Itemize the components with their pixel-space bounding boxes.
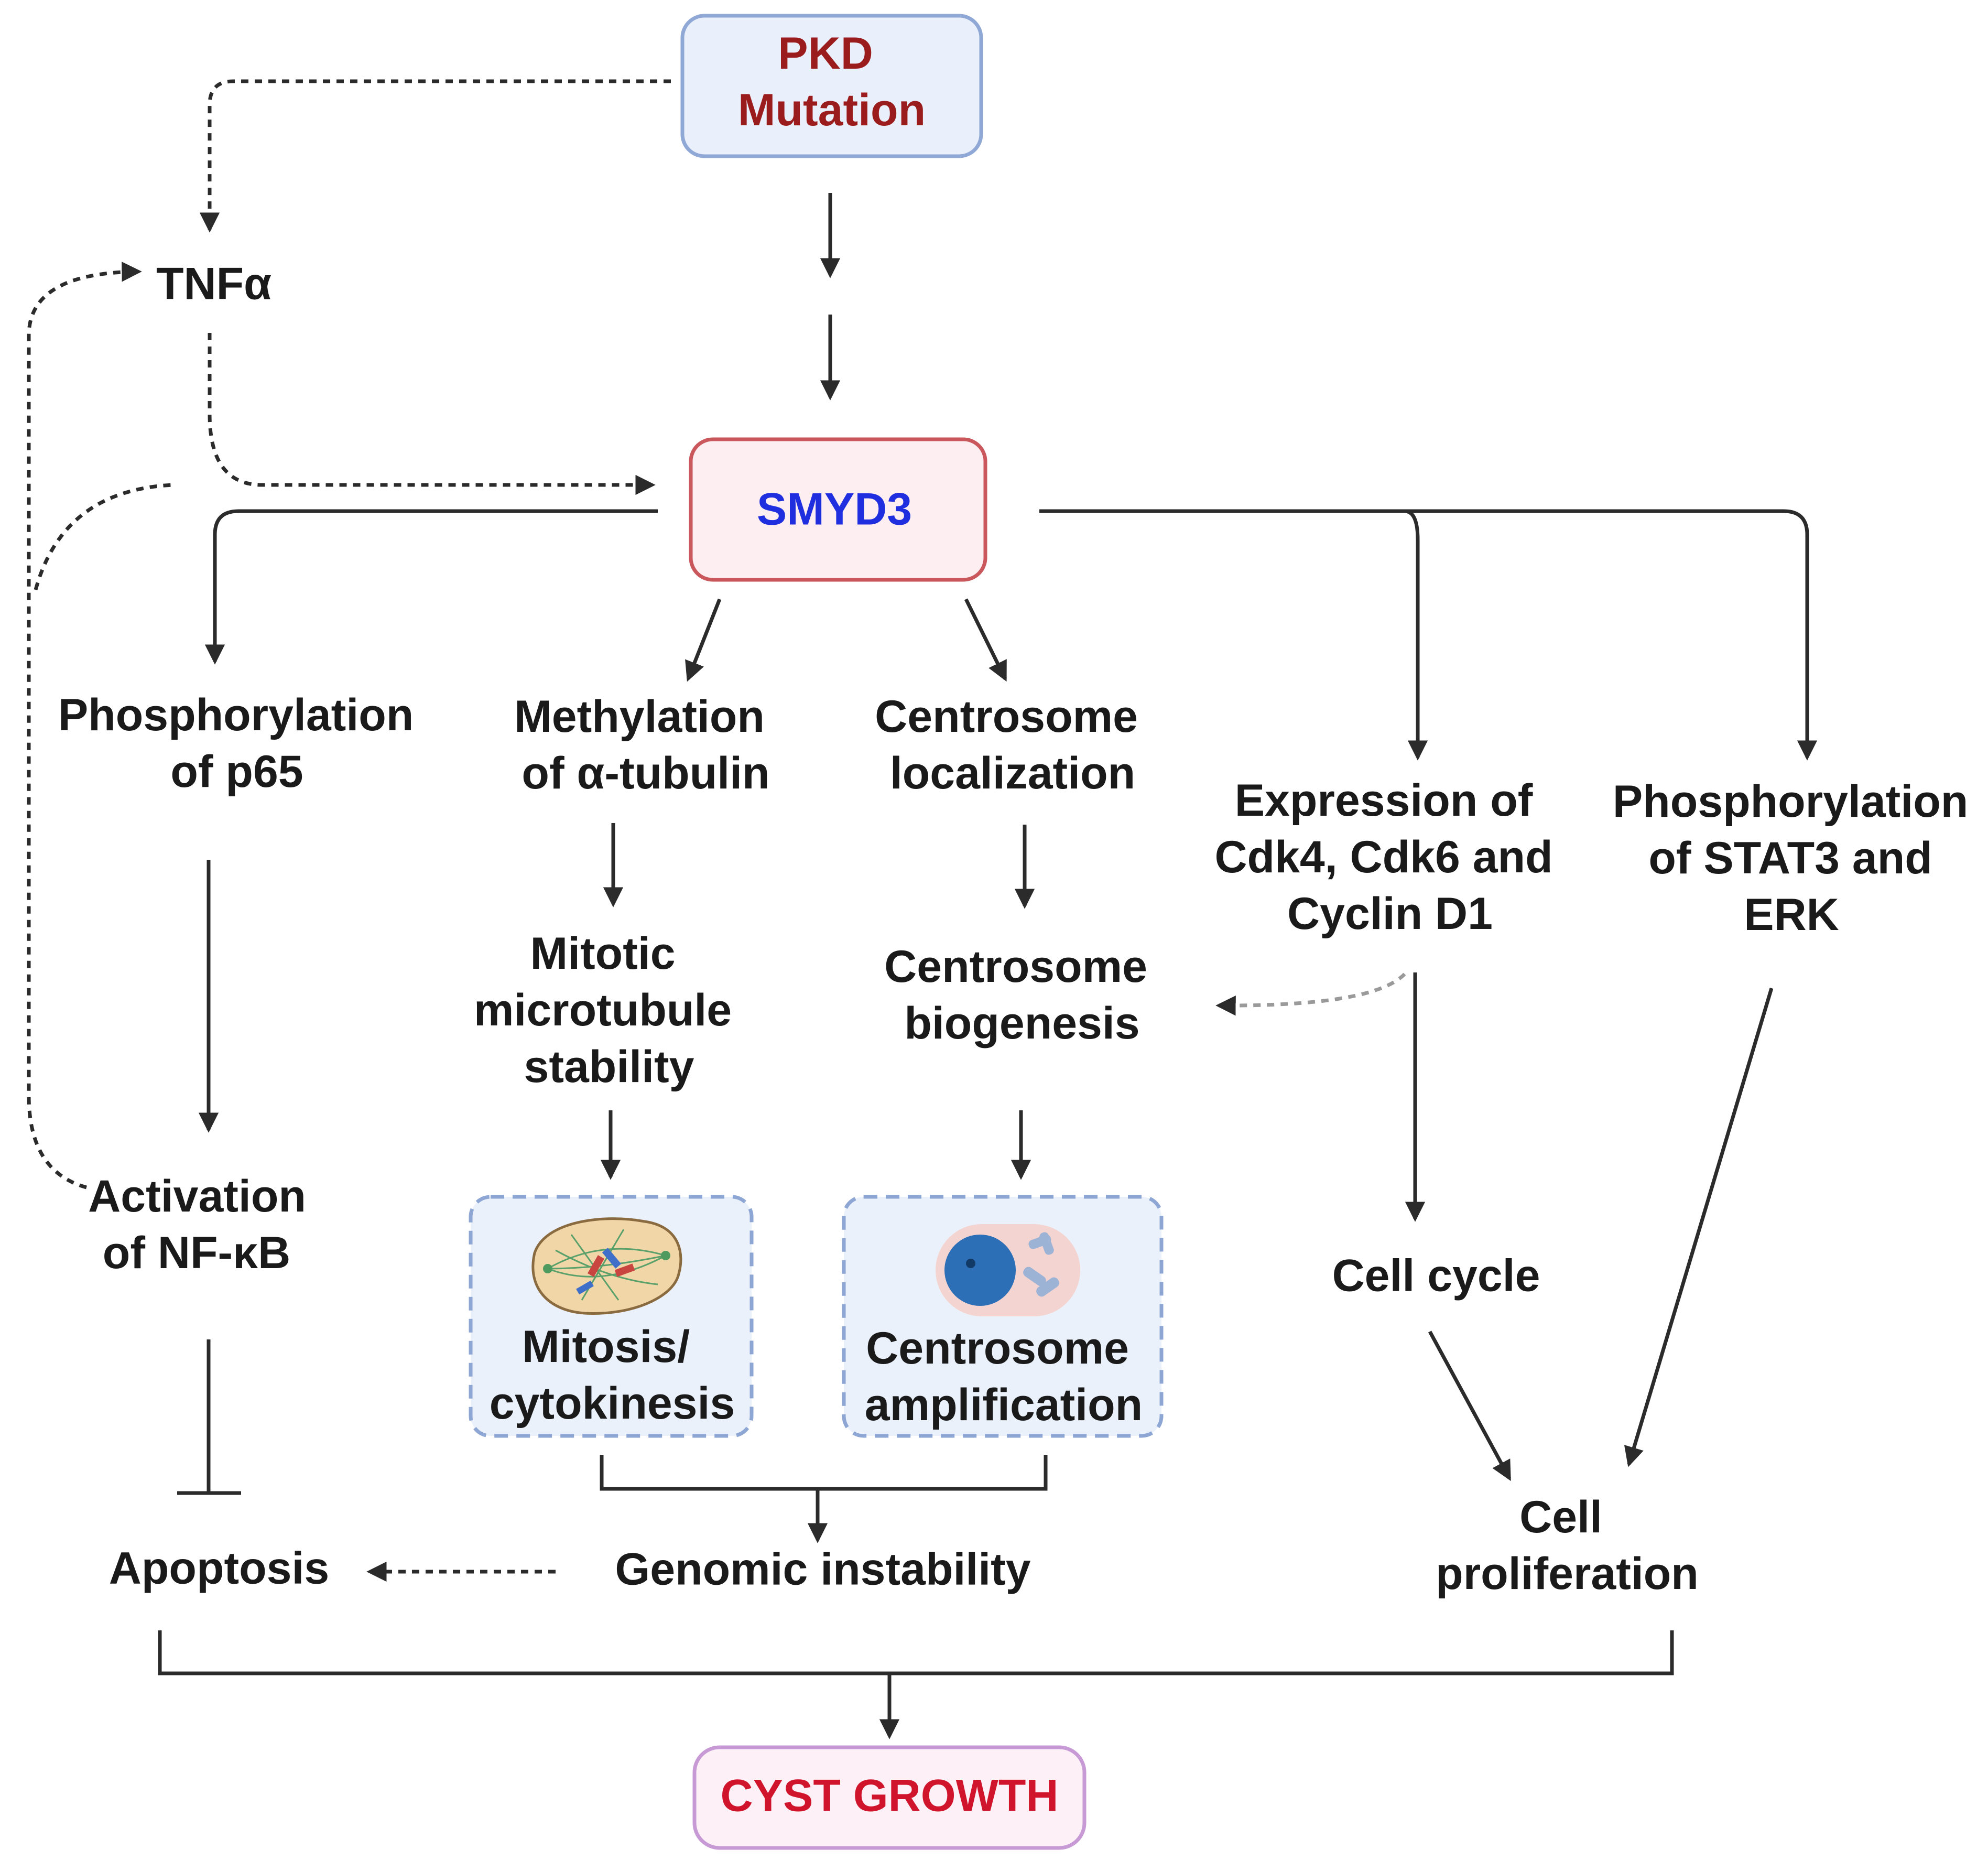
mitotic-stability-label: Mitotic microtubule stability xyxy=(474,928,744,1092)
pkd-mutation-label: PKD Mutation xyxy=(738,28,926,135)
dashed-nfkb-loop xyxy=(27,262,142,1189)
arrow-cellcycle-to-proliferation xyxy=(1428,1331,1512,1481)
cyst-growth-box xyxy=(692,1745,1087,1850)
cyst-growth-label: CYST GROWTH xyxy=(721,1771,1059,1821)
line-smyd3-right xyxy=(1039,509,1818,761)
tnfa-label: TNFα xyxy=(156,259,271,309)
apoptosis-label: Apoptosis xyxy=(109,1543,329,1594)
activation-nfkb-label: Activation of NF-κB xyxy=(88,1171,319,1278)
cell-proliferation-label: Cell proliferation xyxy=(1436,1492,1699,1599)
dashed-left-to-smyd3 xyxy=(34,483,173,590)
mitotic-cell-icon xyxy=(531,1217,682,1315)
methylation-label: Methylation of α-tubulin xyxy=(514,691,777,798)
genomic-instability-label: Genomic instability xyxy=(615,1544,1030,1595)
centrosome-cell-icon xyxy=(936,1224,1080,1316)
centrosome-amplification-label: Centrosome amplification xyxy=(865,1323,1143,1430)
arrow-smyd3-to-p65 xyxy=(204,509,658,665)
arrow-smyd3-to-expression xyxy=(1404,509,1428,761)
phospho-stat3-label: Phosphorylation of STAT3 and ERK xyxy=(1613,776,1981,940)
pkd-mutation-box xyxy=(680,14,983,158)
bracket-cyst xyxy=(158,1630,1674,1675)
arrow-stat3-to-proliferation xyxy=(1624,987,1774,1467)
dashed-expression-to-biogenesis xyxy=(1215,972,1406,1016)
expression-cdk-label: Expression of Cdk4, Cdk6 and Cyclin D1 xyxy=(1214,775,1565,939)
phospho-p65-label: Phosphorylation of p65 xyxy=(58,690,426,797)
bracket-genomic xyxy=(600,1455,1048,1491)
dashed-pkd-to-tnfa xyxy=(199,79,671,233)
smyd3-label: SMYD3 xyxy=(757,484,912,535)
cell-cycle-label: Cell cycle xyxy=(1332,1251,1540,1301)
centrosome-biogenesis-label: Centrosome biogenesis xyxy=(884,942,1160,1048)
mitosis-cytokinesis-label: Mitosis/ cytokinesis xyxy=(490,1322,735,1429)
dashed-tnfa-to-smyd3 xyxy=(208,333,656,495)
smyd3-box xyxy=(689,437,987,582)
arrow-smyd3-to-centrosome-loc xyxy=(964,598,1007,682)
arrow-smyd3-to-methylation xyxy=(685,598,722,682)
centrosome-localization-label: Centrosome localization xyxy=(875,691,1150,798)
